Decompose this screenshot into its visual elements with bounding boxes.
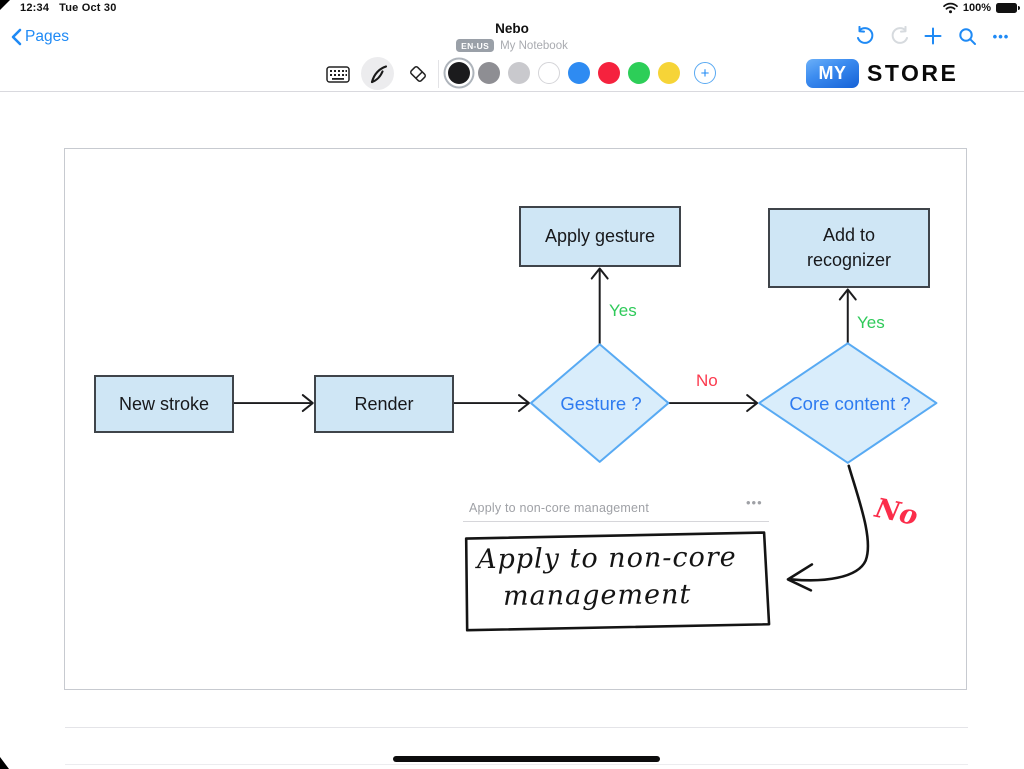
add-page-icon[interactable] (922, 25, 944, 47)
add-color-button[interactable]: + (694, 62, 716, 84)
color-swatch-white[interactable] (538, 62, 560, 84)
toolbar-divider (438, 60, 439, 88)
back-button-pages[interactable]: Pages (10, 26, 69, 48)
back-chevron-icon (10, 26, 22, 48)
home-indicator[interactable] (393, 756, 660, 762)
clock: 12:34 (20, 2, 50, 14)
page-title: Nebo (495, 21, 529, 36)
color-swatch-red[interactable] (598, 62, 620, 84)
redo-icon[interactable] (888, 25, 910, 47)
search-icon[interactable] (956, 25, 978, 47)
language-badge: EN-US (456, 39, 495, 52)
color-swatch-light-gray[interactable] (508, 62, 530, 84)
logo-badge: MY (806, 59, 859, 88)
handwriting-line-2[interactable]: management (502, 579, 692, 612)
document-title-block: Nebo EN-US My Notebook (0, 21, 1024, 52)
edge-label-core-yes: Yes (857, 313, 885, 332)
logo-text: STORE (867, 60, 959, 86)
status-bar-right: 100% (943, 2, 1020, 14)
node-add-to-recognizer[interactable]: Add to recognizer (768, 208, 930, 288)
handwritten-note-box (464, 531, 771, 632)
handwriting-line-1[interactable]: Apply to non-core (476, 541, 737, 576)
nav-actions: ••• (854, 25, 1012, 47)
color-swatch-dark-gray[interactable] (478, 62, 500, 84)
screen-corner-artifact (0, 0, 10, 10)
pen-tool-button[interactable] (361, 57, 394, 90)
node-apply-gesture[interactable]: Apply gesture (519, 206, 681, 267)
color-swatch-green[interactable] (628, 62, 650, 84)
node-render[interactable]: Render (314, 375, 454, 433)
color-swatch-black[interactable] (448, 62, 470, 84)
eraser-tool-button[interactable] (402, 58, 434, 90)
color-swatch-yellow[interactable] (658, 62, 680, 84)
undo-icon[interactable] (854, 25, 876, 47)
back-label: Pages (25, 28, 69, 45)
screen-corner-artifact (0, 757, 9, 769)
toolbar-separator (0, 91, 1024, 92)
keyboard-tool-button[interactable] (322, 58, 354, 90)
node-core-content-decision[interactable]: Core content ? (789, 393, 911, 414)
notebook-name: My Notebook (500, 39, 568, 52)
ruled-line (65, 727, 968, 728)
recognition-preview-text: Apply to non-core management (469, 501, 650, 515)
node-add-to-recognizer-label: Add to recognizer (806, 225, 892, 270)
node-new-stroke[interactable]: New stroke (94, 375, 234, 433)
recognition-menu-icon[interactable]: ••• (746, 495, 763, 510)
gesture-diamond-shape (529, 343, 670, 463)
my-store-logo: MY STORE (806, 59, 958, 88)
core-content-diamond-shape (758, 342, 938, 464)
note-canvas[interactable]: New stroke Render Apply gesture Add to r… (64, 148, 967, 690)
recognition-underline (463, 521, 769, 522)
color-swatch-blue[interactable] (568, 62, 590, 84)
more-options-icon[interactable]: ••• (992, 28, 1010, 44)
flowchart-shapes-layer (233, 267, 938, 632)
date: Tue Oct 30 (59, 2, 117, 14)
edge-label-gesture-no: No (696, 371, 718, 390)
wifi-icon (943, 2, 958, 14)
hand-arrow-core-no (786, 464, 870, 592)
node-gesture-decision[interactable]: Gesture ? (560, 393, 642, 414)
status-bar-left: 12:34 Tue Oct 30 (20, 2, 127, 14)
battery-percent: 100% (962, 2, 991, 14)
battery-icon (996, 3, 1020, 13)
edge-label-gesture-yes: Yes (609, 301, 637, 320)
ruled-line (65, 764, 968, 765)
